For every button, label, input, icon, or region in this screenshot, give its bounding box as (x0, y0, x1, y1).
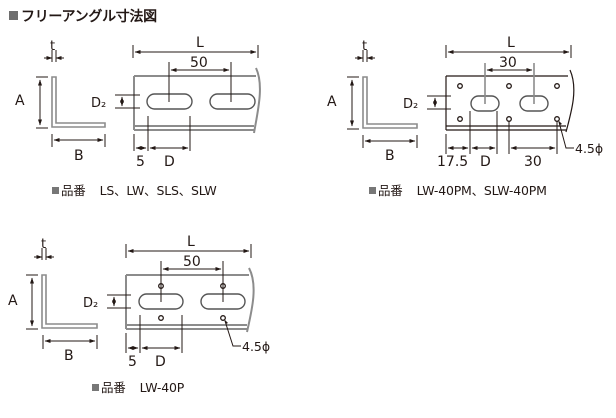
mount-hole (554, 83, 560, 89)
dim-d2: D₂ (403, 97, 418, 112)
dim-l: L (187, 234, 195, 250)
dim-edge: 5 (136, 154, 145, 170)
dim-hole-dia: 4.5ϕ (242, 339, 270, 354)
diagram-ls-lw: t A B D₂ (15, 35, 261, 170)
caption-models: LS、LW、SLS、SLW (99, 183, 217, 198)
diagram-lw-40pm: t A B D₂ (327, 35, 603, 170)
dim-t: t (41, 237, 46, 252)
dim-a: A (8, 293, 18, 309)
angle-profile: t A B (8, 237, 98, 364)
dim-edge: 17.5 (437, 154, 468, 170)
dim-pitch: 50 (183, 254, 201, 270)
dim-l: L (196, 35, 204, 51)
plate-view: D₂ L 30 17.5 D 30 4.5ϕ (403, 35, 603, 170)
bullet-square-icon (92, 384, 99, 391)
dim-a: A (327, 94, 337, 110)
mount-hole (457, 116, 463, 122)
caption-label: 品番 (101, 380, 126, 395)
mount-hole (158, 315, 164, 321)
bullet-square-icon (52, 187, 59, 194)
dim-b: B (74, 148, 84, 164)
caption-lw-40p: 品番 LW-40P (92, 377, 184, 396)
angle-profile: t A B (15, 39, 106, 164)
angle-profile: t A B (327, 39, 418, 164)
bullet-square-icon (369, 187, 376, 194)
dim-d: D (164, 154, 175, 170)
dim-b: B (385, 148, 395, 164)
mount-hole (506, 83, 512, 89)
caption-label: 品番 (378, 183, 403, 198)
dim-d2: D₂ (83, 296, 98, 311)
dim-b: B (64, 348, 74, 364)
caption-ls-lw: 品番 LS、LW、SLS、SLW (52, 180, 217, 199)
plate-view: D₂ L 50 5 D (91, 35, 261, 170)
dim-t: t (50, 39, 55, 54)
mount-hole (457, 83, 463, 89)
dim-d2: D₂ (91, 96, 106, 111)
dim-hole-pitch: 30 (524, 154, 542, 170)
dim-pitch: 50 (190, 55, 208, 71)
dim-hole-dia: 4.5ϕ (575, 141, 603, 156)
dim-d: D (155, 354, 166, 370)
dim-d: D (480, 154, 491, 170)
plate-view: D₂ L 50 5 D 4.5ϕ (83, 234, 270, 370)
dim-l: L (507, 35, 515, 51)
diagram-lw-40p: t A B D₂ (8, 234, 270, 370)
dim-pitch: 30 (499, 55, 517, 71)
title-text: フリーアングル寸法図 (21, 9, 157, 25)
dim-a: A (15, 93, 25, 109)
caption-lw-40pm: 品番 LW-40PM、SLW-40PM (369, 180, 547, 199)
caption-label: 品番 (61, 183, 86, 198)
dim-t: t (362, 39, 367, 54)
caption-models: LW-40P (139, 380, 185, 395)
bullet-square-icon (9, 11, 18, 20)
page-title: フリーアングル寸法図 (9, 6, 157, 26)
mount-hole (506, 116, 512, 122)
dim-edge: 5 (128, 354, 137, 370)
caption-models: LW-40PM、SLW-40PM (416, 183, 547, 198)
